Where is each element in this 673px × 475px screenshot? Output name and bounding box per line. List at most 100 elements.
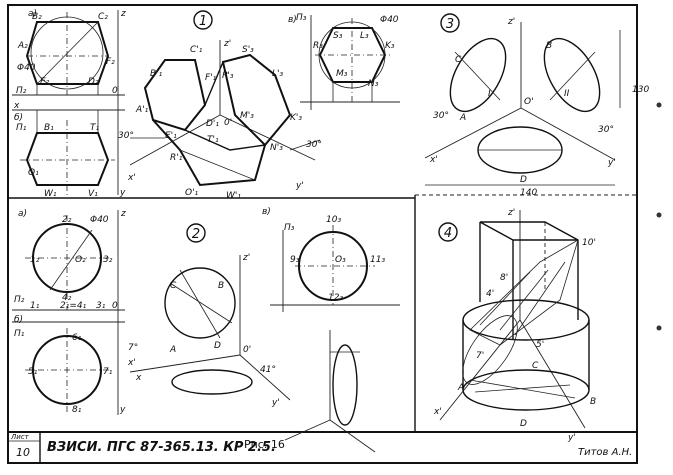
panel-4-section xyxy=(439,210,590,429)
point-label: V₁ xyxy=(88,189,98,199)
point-label: 10' xyxy=(582,238,596,248)
point-label: 8₁ xyxy=(72,405,82,415)
sub-b-label: б) xyxy=(14,113,23,123)
point-label: B₁ xyxy=(44,123,54,133)
point-label: Π₃ xyxy=(284,223,295,233)
point-label: y' xyxy=(295,181,304,191)
point-label: B'₁ xyxy=(150,69,163,79)
diameter-label: Φ40 xyxy=(380,15,399,25)
sheet-frame xyxy=(7,4,638,464)
panel-1-hexagonal-prism xyxy=(12,10,400,195)
point-label: 11₃ xyxy=(370,255,385,265)
panel-4-number: 4 xyxy=(444,226,452,241)
sub-a-label: а) xyxy=(28,9,37,19)
point-label: 3₂ xyxy=(103,255,113,265)
margin-bullets xyxy=(656,102,662,331)
point-label: 4₂ xyxy=(62,293,72,303)
point-label: x' xyxy=(433,407,442,417)
point-label: 7₁ xyxy=(103,367,113,377)
point-label: C xyxy=(532,361,539,371)
point-label: L'₃ xyxy=(272,69,283,79)
point-label: x xyxy=(135,373,142,383)
point-label: N₃ xyxy=(368,79,379,89)
dimension-label: 130 xyxy=(632,85,649,95)
point-label: O' xyxy=(524,97,534,107)
point-label: 2₂ xyxy=(62,215,72,225)
point-label: 12₃ xyxy=(328,293,343,303)
angle-label: 30° xyxy=(118,131,134,141)
point-label: A'₁ xyxy=(135,105,149,115)
point-label: D xyxy=(214,341,221,351)
sheet-number: 10 xyxy=(16,446,30,459)
point-label: 3₁ xyxy=(96,301,106,311)
point-label: C'₁ xyxy=(190,45,203,55)
angle-label: 30° xyxy=(306,140,322,150)
point-label: 8' xyxy=(500,273,508,283)
point-label: y' xyxy=(271,398,280,408)
point-label: E'₁ xyxy=(165,131,177,141)
point-label: I xyxy=(488,89,491,99)
point-label: T'₁ xyxy=(207,135,219,145)
diameter-label: Φ40 xyxy=(17,63,36,73)
point-label: N'₃ xyxy=(270,143,283,153)
sub-v-label: в) xyxy=(288,15,297,25)
point-label: K₃ xyxy=(385,41,395,51)
point-label: z' xyxy=(507,208,515,218)
sub-a-label: а) xyxy=(18,209,27,219)
sub-v-label: в) xyxy=(262,207,271,217)
point-label: 7' xyxy=(476,351,484,361)
point-label: O₁ xyxy=(28,168,39,178)
point-label: y xyxy=(119,405,126,415)
point-label: Π₂ xyxy=(16,86,27,96)
bullet-dot xyxy=(656,212,662,218)
point-label: 5₁ xyxy=(28,367,38,377)
point-label: 1₁ xyxy=(30,301,40,311)
point-label: 2₁=4₁ xyxy=(60,301,87,311)
point-label: x' xyxy=(127,358,136,368)
point-label: D xyxy=(520,175,527,185)
point-label: 0 xyxy=(112,301,118,311)
panel-1-number: 1 xyxy=(199,14,207,29)
point-label: 1₂ xyxy=(30,255,40,265)
point-label: C xyxy=(170,281,177,291)
point-label: 10₃ xyxy=(326,215,341,225)
point-label: z' xyxy=(223,39,231,49)
point-label: S₃ xyxy=(333,31,343,41)
panel-3-circle-axonometry xyxy=(424,22,621,186)
point-label: W₁ xyxy=(44,189,57,199)
point-label: A₂ xyxy=(17,41,28,51)
point-label: B xyxy=(590,397,596,407)
panel-3-annotations: z' x' y' O' C A B D I II 30° 30° 130 140 xyxy=(429,17,649,198)
point-label: F₂ xyxy=(106,57,115,67)
point-label: M₃ xyxy=(336,69,348,79)
point-label: Π₁ xyxy=(16,123,27,133)
figure-caption: Рис. 16 xyxy=(244,438,285,451)
drawing-designation: ВЗИСИ. ПГС 87-365.13. КР 2.5. xyxy=(47,440,276,455)
point-label: S'₃ xyxy=(242,45,254,55)
point-label: K'₃ xyxy=(290,113,302,123)
point-label: 0' xyxy=(224,118,232,128)
point-label: y xyxy=(119,188,126,198)
angle-label: 30° xyxy=(598,125,614,135)
dimension-label: 140 xyxy=(520,188,537,198)
point-label: A xyxy=(169,345,176,355)
point-label: Π₂ xyxy=(14,295,25,305)
point-label: 5' xyxy=(536,340,544,350)
bullet-dot xyxy=(656,325,662,331)
point-label: E₂ xyxy=(40,77,50,87)
sub-b-label: б) xyxy=(14,315,23,325)
point-label: W'₁ xyxy=(226,191,241,201)
panel-3-number: 3 xyxy=(446,17,454,32)
point-label: z' xyxy=(242,253,250,263)
bullet-dot xyxy=(656,102,662,108)
point-label: z xyxy=(120,9,126,19)
panel-2-number: 2 xyxy=(192,227,200,242)
point-label: M'₃ xyxy=(240,111,254,121)
diameter-label: Φ40 xyxy=(90,215,109,225)
point-label: B xyxy=(218,281,224,291)
point-label: 9₃ xyxy=(290,255,300,265)
point-label: z' xyxy=(507,17,515,27)
point-label: B₂ xyxy=(32,12,42,22)
point-label: C xyxy=(455,55,462,65)
point-label: L₃ xyxy=(360,31,369,41)
